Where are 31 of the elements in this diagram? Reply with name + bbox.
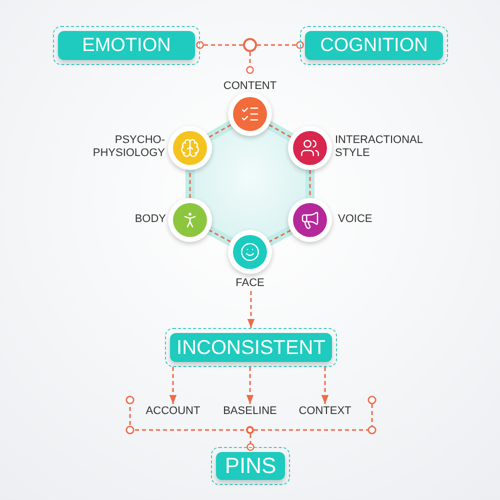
connector	[321, 367, 329, 404]
category-label: CONTEXT	[290, 404, 360, 419]
dashed-outline	[211, 447, 290, 485]
connector	[208, 124, 232, 138]
category-label: FACE	[234, 277, 266, 290]
connector	[196, 41, 243, 49]
connector	[246, 52, 254, 74]
dashed-outline	[165, 328, 337, 367]
dashed-outline	[53, 26, 200, 65]
connector	[246, 367, 254, 404]
connector	[269, 230, 291, 242]
connector	[169, 367, 177, 404]
category-label: BODY	[134, 213, 166, 226]
category-label: VOICE	[338, 213, 374, 226]
connector	[247, 291, 255, 328]
title-pill: EMOTION	[58, 31, 195, 60]
category-label: INTERACTIONAL STYLE	[335, 134, 424, 160]
dashed-outline	[300, 26, 448, 65]
category-label: BASELINE	[212, 404, 288, 419]
title-pill: INCONSISTENT	[170, 333, 332, 362]
connector	[189, 170, 191, 198]
connector	[209, 230, 231, 242]
connector	[257, 41, 304, 49]
category-label: ACCOUNT	[138, 404, 208, 419]
category-label: PSYCHO- PHYSIOLOGY	[92, 134, 165, 160]
connector	[246, 434, 254, 451]
title-pill: COGNITION	[305, 31, 443, 60]
connector	[309, 170, 311, 198]
category-label: CONTENT	[222, 80, 278, 93]
title-pill: PINS	[216, 452, 285, 480]
connector	[268, 124, 292, 138]
